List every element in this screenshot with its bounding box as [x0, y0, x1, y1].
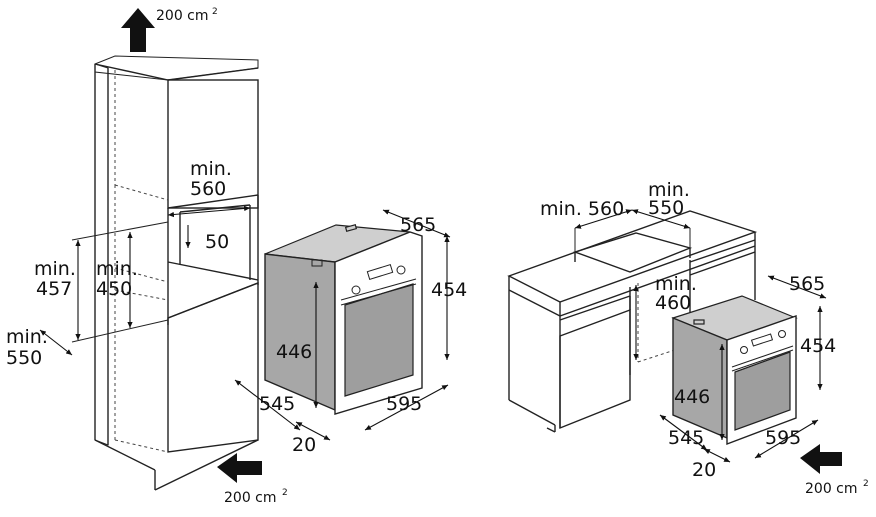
- label-min-550-base: min. 550: [648, 179, 690, 219]
- airflow-top-sup: 2: [212, 7, 218, 17]
- airflow-top-value: 200 cm: [156, 8, 209, 24]
- base-min-550-line1: min.: [648, 179, 690, 201]
- base-min-width: min. 560: [540, 198, 624, 220]
- oven-right-body-height: 446: [674, 386, 710, 408]
- label-min-460: min. 460: [655, 273, 697, 314]
- oven-right-depth: 565: [789, 273, 825, 295]
- airflow-up-arrow: [121, 8, 155, 52]
- airflow-bottom-right-value: 200 cm: [805, 481, 858, 497]
- base-min-460-line2: 460: [655, 292, 691, 314]
- oven-left-dimensions: [234, 209, 451, 441]
- base-min-460-line1: min.: [655, 273, 697, 295]
- airflow-bottom-left-value: 200 cm: [224, 490, 277, 506]
- base-cabinet: [507, 210, 758, 433]
- oven-right: [671, 295, 798, 446]
- oven-left-depth: 565: [400, 214, 436, 236]
- tall-dimension-lines: [39, 205, 251, 356]
- airflow-bottom-right-label: 200 cm 2: [805, 479, 869, 497]
- airflow-bottom-right-sup: 2: [863, 479, 869, 489]
- airflow-top-label: 200 cm 2: [156, 7, 218, 24]
- oven-left-body-depth: 545: [259, 393, 295, 415]
- min-550-line1: min.: [6, 326, 48, 348]
- oven-right-panel: 20: [692, 459, 716, 481]
- min-560-line2: 560: [190, 178, 226, 200]
- airflow-in-arrow-right: [800, 444, 842, 474]
- oven-left-width: 595: [386, 393, 422, 415]
- oven-left-panel: 20: [292, 434, 316, 456]
- base-dimension-lines: [574, 209, 691, 360]
- oven-right-height: 454: [800, 335, 836, 357]
- oven-right-width: 595: [765, 427, 801, 449]
- min-450-line1: min.: [96, 258, 138, 280]
- min-550-line2: 550: [6, 347, 42, 369]
- oven-left-body-height: 446: [276, 341, 312, 363]
- min-560-line1: min.: [190, 158, 232, 180]
- label-min-450: min. 450: [96, 258, 138, 300]
- label-min-560-tall: min. 560: [190, 158, 232, 200]
- oven-left: [264, 224, 423, 415]
- oven-right-body-depth: 545: [668, 427, 704, 449]
- airflow-in-arrow-left: [217, 453, 262, 483]
- min-457-line1: min.: [34, 258, 76, 280]
- airflow-bottom-left-sup: 2: [282, 488, 288, 498]
- base-min-550-line2: 550: [648, 197, 684, 219]
- label-min-550-tall: min. 550: [6, 326, 48, 369]
- min-450-line2: 450: [96, 278, 132, 300]
- airflow-bottom-left-label: 200 cm 2: [224, 488, 288, 506]
- min-457-line2: 457: [36, 278, 72, 300]
- oven-right-dimensions: [659, 275, 827, 463]
- label-min-457: min. 457: [34, 258, 76, 300]
- label-top-gap: 50: [205, 231, 229, 253]
- oven-left-height: 454: [431, 279, 467, 301]
